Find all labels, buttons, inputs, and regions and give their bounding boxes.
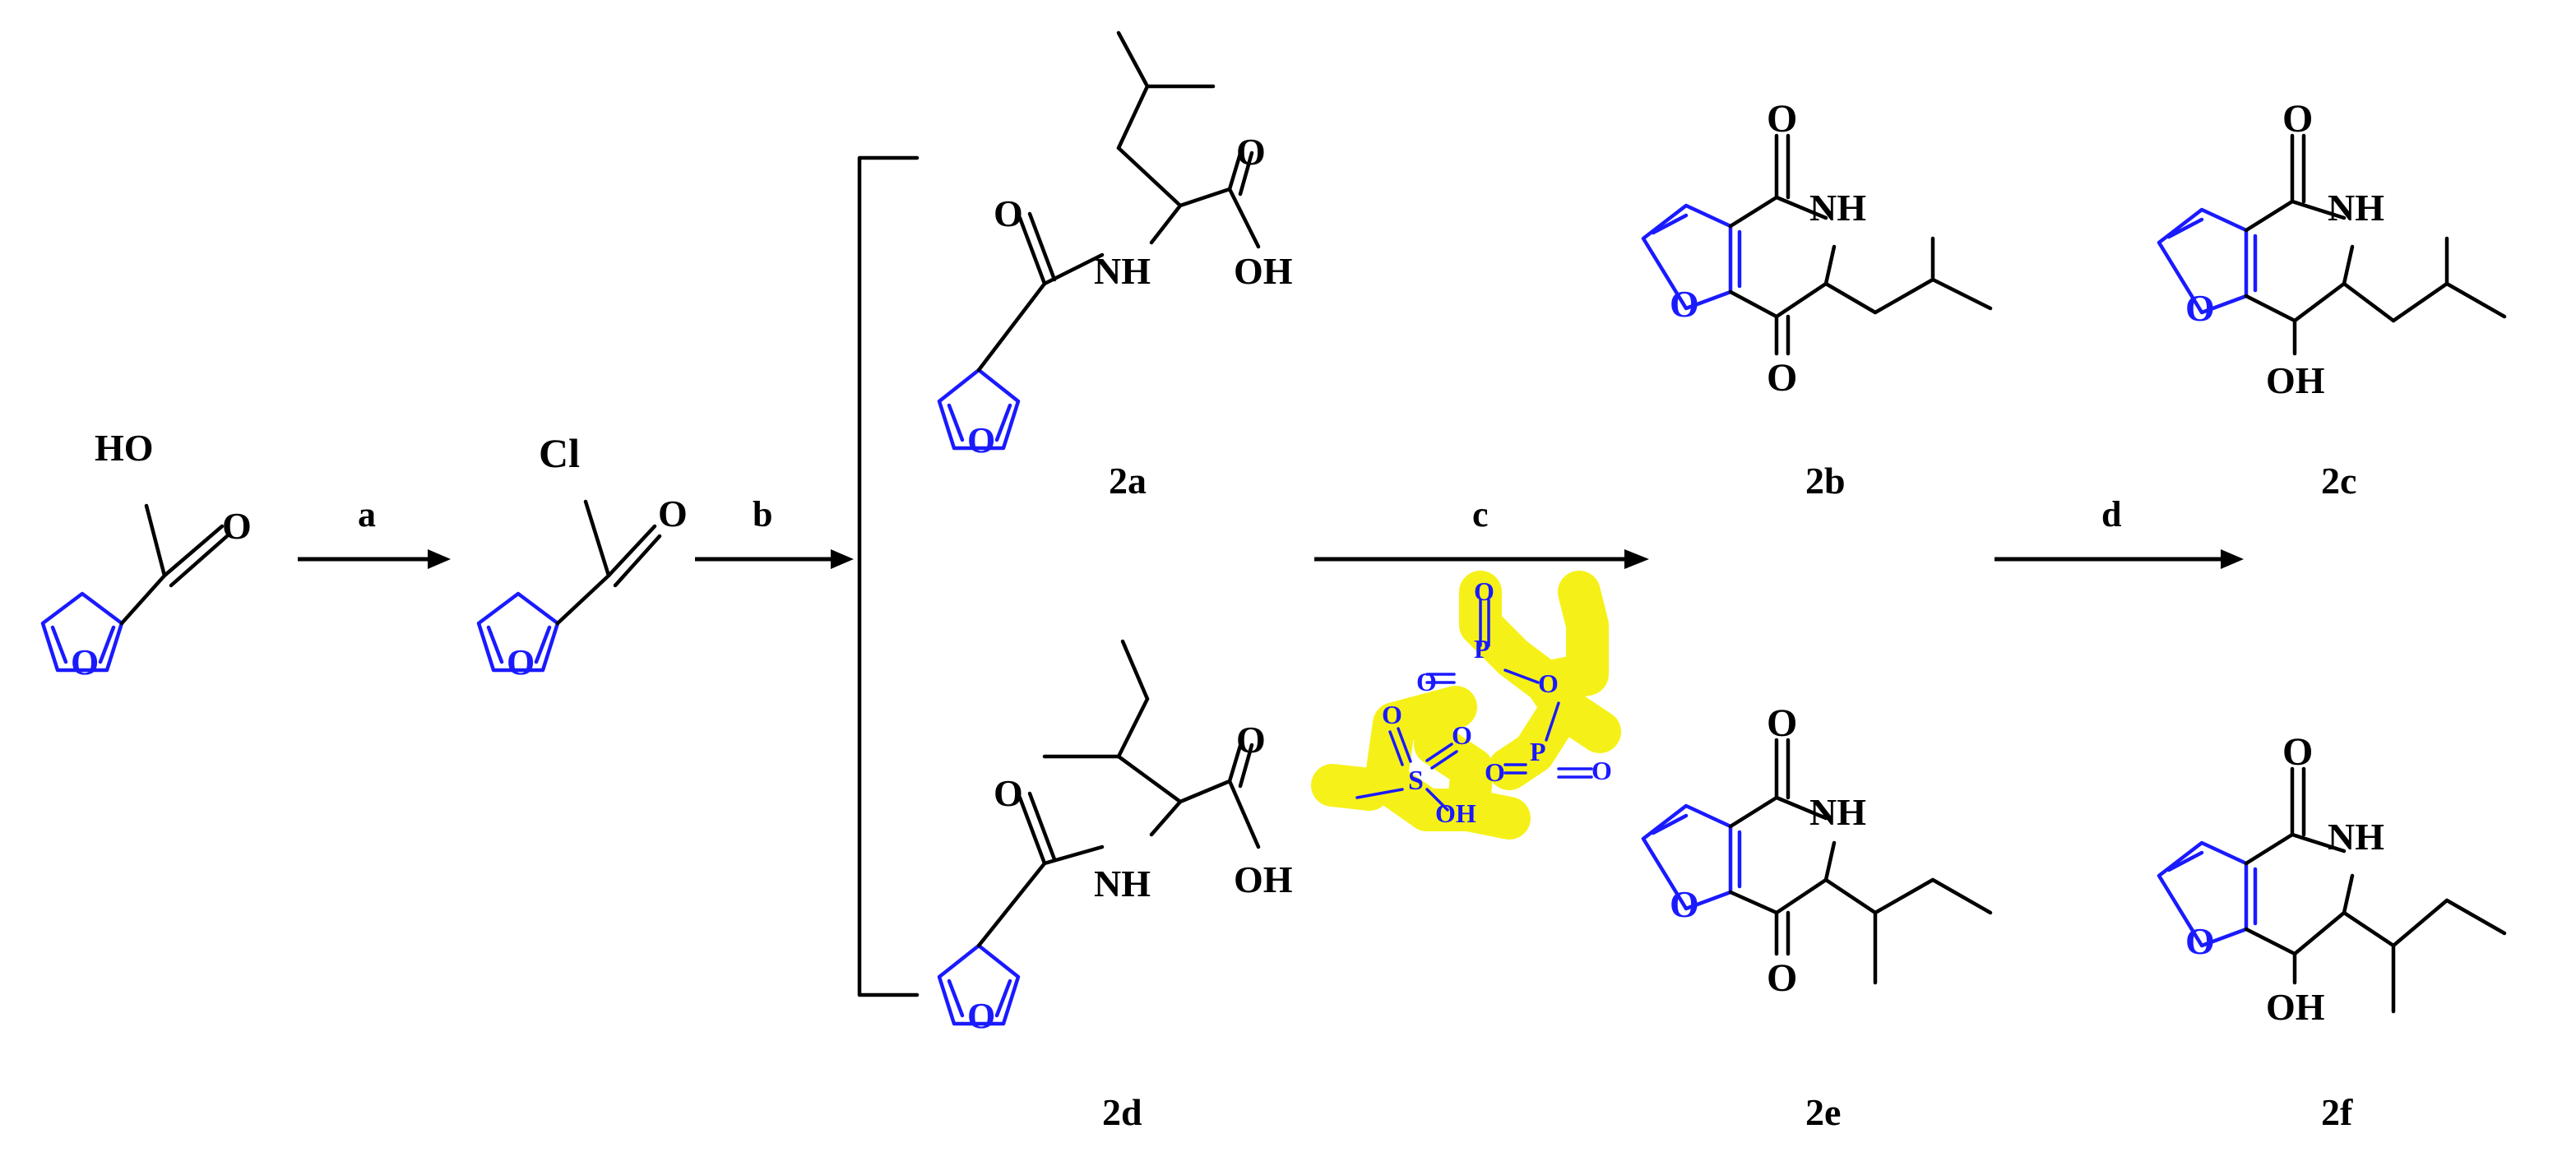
compound-2a-label: 2a: [1109, 460, 1147, 502]
compound-2c-structure: O NH OH O: [2157, 97, 2507, 401]
compound-2f-ring-o: O: [2185, 920, 2215, 962]
arrow-d: d: [1995, 494, 2244, 569]
compound-2a-amide-o: O: [994, 192, 1023, 234]
compound-2a-nh: NH: [1094, 250, 1151, 292]
compound-2d-oh: OH: [1234, 858, 1293, 900]
furoic-acid-ring-o: O: [71, 642, 99, 682]
compound-2f-nh: NH: [2328, 816, 2384, 858]
acyl-chloride-cl: Cl: [539, 430, 580, 476]
compound-2c-ring-o: O: [2185, 287, 2215, 329]
compound-2d-nh: NH: [1094, 863, 1151, 904]
acyl-chloride-carbonyl-o: O: [658, 493, 688, 534]
arrow-c: c: [1314, 494, 1649, 569]
compound-2a-oh: OH: [1234, 250, 1293, 292]
furoic-acid-structure: HO O O: [40, 427, 252, 682]
compound-2b-structure: O NH O O: [1641, 97, 1993, 400]
arrow-b: b: [695, 494, 854, 569]
eaton-p2o5-o-right: O: [1591, 756, 1612, 785]
reagent-a-label: a: [358, 494, 376, 534]
furoic-acid-oh: HO: [95, 427, 154, 469]
compound-2e-structure: O NH O O: [1641, 701, 1993, 1000]
arrow-a: a: [298, 494, 451, 569]
compound-2b-nh: NH: [1809, 187, 1866, 229]
eaton-p-lower: P: [1530, 737, 1546, 766]
compound-2e-label: 2e: [1805, 1091, 1841, 1133]
compound-2c-carbonyl-o: O: [2282, 97, 2313, 141]
compound-2a-acid-o: O: [1236, 131, 1266, 173]
eaton-p2o5-o-lower-left: O: [1485, 757, 1505, 787]
eaton-so3h-oh: OH: [1435, 798, 1476, 828]
reagent-d-label: d: [2101, 494, 2121, 534]
compound-2c-label: 2c: [2321, 460, 2356, 502]
eaton-p2o5-o-left: O: [1416, 667, 1437, 696]
eaton-p-upper: P: [1474, 634, 1490, 664]
product-bracket: [857, 155, 920, 997]
compound-2a-structure: O NH O OH O: [937, 30, 1293, 460]
compound-2e-nh: NH: [1809, 791, 1866, 833]
eaton-bridge-o: O: [1538, 669, 1559, 698]
furoic-acid-carbonyl-o: O: [222, 505, 252, 547]
eaton-s: S: [1408, 766, 1424, 796]
eatons-reagent-structure: O P O O P O O O S O OH: [1311, 571, 1621, 840]
compound-2c-oh: OH: [2266, 359, 2325, 401]
compound-2d-amide-o: O: [994, 772, 1023, 814]
compound-2d-label: 2d: [1102, 1091, 1142, 1133]
compound-2b-carbonyl-o-bottom: O: [1767, 356, 1797, 400]
eaton-so3h-o-right: O: [1452, 720, 1472, 750]
compound-2f-label: 2f: [2321, 1091, 2353, 1133]
eaton-p2o5-o-top: O: [1474, 576, 1494, 606]
compound-2d-acid-o: O: [1236, 719, 1266, 761]
reagent-b-label: b: [753, 494, 772, 534]
compound-2b-label: 2b: [1805, 460, 1846, 502]
compound-2d-structure: O NH O OH O: [937, 639, 1293, 1036]
compound-2b-ring-o: O: [1670, 283, 1699, 325]
compound-2f-oh: OH: [2266, 986, 2325, 1028]
compound-2a-ring-o: O: [967, 420, 995, 460]
furoyl-chloride-structure: Cl O O: [476, 430, 688, 682]
acyl-chloride-ring-o: O: [507, 642, 535, 682]
compound-2b-carbonyl-o-top: O: [1767, 97, 1797, 141]
compound-2f-structure: O NH OH O: [2157, 730, 2507, 1028]
compound-2e-carbonyl-o-bottom: O: [1767, 956, 1797, 1000]
compound-2c-nh: NH: [2328, 187, 2384, 229]
eaton-so3h-o-top: O: [1382, 700, 1402, 729]
compound-2d-ring-o: O: [967, 996, 995, 1036]
reagent-c-label: c: [1472, 494, 1489, 534]
compound-2e-carbonyl-o-top: O: [1767, 701, 1797, 745]
compound-2e-ring-o: O: [1670, 883, 1699, 925]
compound-2f-carbonyl-o: O: [2282, 730, 2313, 774]
